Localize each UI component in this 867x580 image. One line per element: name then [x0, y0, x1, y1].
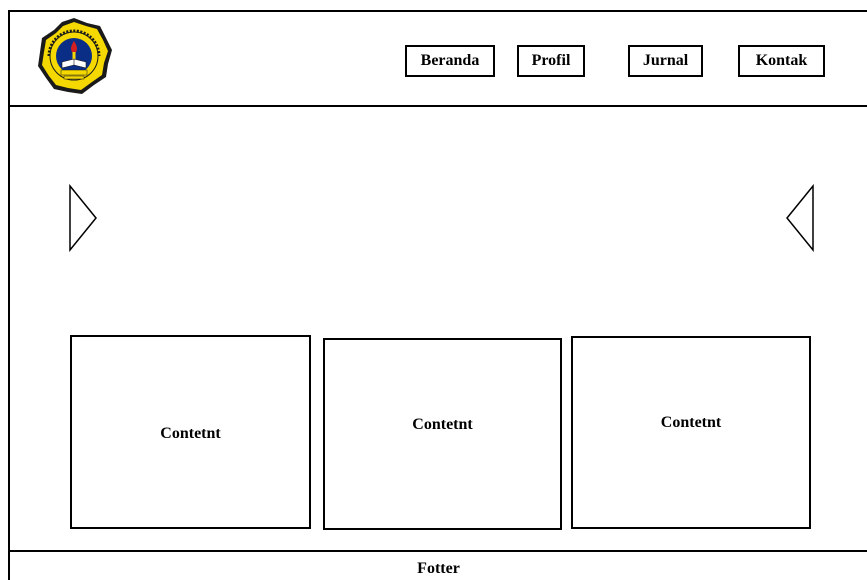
- chevron-left-outline-icon: [786, 183, 814, 253]
- content-card-label: Contetnt: [160, 425, 221, 442]
- nav-profil-button[interactable]: Profil: [517, 45, 585, 77]
- nav-jurnal-button[interactable]: Jurnal: [628, 45, 703, 77]
- slider-next-button[interactable]: [785, 183, 815, 253]
- chevron-right-outline-icon: [69, 183, 97, 253]
- nav-beranda-button[interactable]: Beranda: [405, 45, 495, 77]
- content-card-label: Contetnt: [412, 416, 473, 433]
- page-frame: [8, 10, 867, 580]
- content-card[interactable]: Contetnt: [70, 335, 311, 529]
- university-seal-icon: [38, 18, 112, 94]
- footer-text: Fotter: [417, 560, 460, 577]
- header-divider: [10, 105, 867, 107]
- university-logo[interactable]: [34, 16, 114, 96]
- content-card[interactable]: Contetnt: [571, 336, 811, 529]
- slider-prev-button[interactable]: [68, 183, 98, 253]
- nav-kontak-button[interactable]: Kontak: [738, 45, 825, 77]
- content-card[interactable]: Contetnt: [323, 338, 562, 530]
- content-card-label: Contetnt: [660, 414, 722, 431]
- footer-divider: [10, 550, 867, 552]
